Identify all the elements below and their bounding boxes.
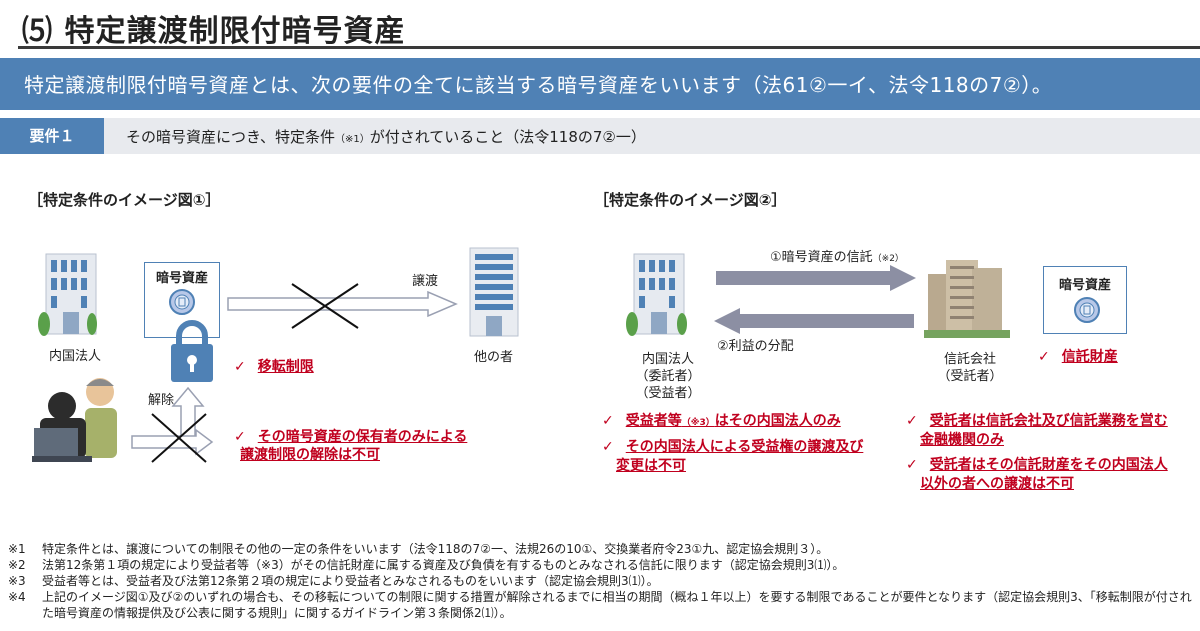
company-building-icon [38, 253, 97, 336]
trust-arrow-label: ①暗号資産の信託（※2） [770, 246, 904, 265]
footnote: ※3 受益者等とは、受益者及び法第12条第２項の規定により受益者とみなされるものを… [8, 573, 1194, 589]
trust-company-label-2: （受託者） [937, 369, 1003, 384]
diagram2-company-label-2: （委託者） [635, 369, 701, 384]
diagram2-left-check2: ✓ その内国法人による受益権の譲渡及び [602, 438, 863, 457]
requirement-note-ref: （※1） [334, 134, 370, 145]
diagram1-company-label: 内国法人 [48, 349, 101, 364]
diagram2-right-check2-line2: 以外の者への譲渡は不可 [920, 476, 1074, 492]
diagram1-title: ［特定条件のイメージ図①］ [28, 191, 221, 209]
footnotes: ※1 特定条件とは、譲渡についての制限その他の一定の条件をいいます（法令118の7… [8, 541, 1194, 621]
release-label: 解除 [148, 393, 175, 408]
left-check1-a: 受益者等 [625, 413, 682, 429]
coin-icon [169, 289, 195, 315]
footnote-text: 受益者等とは、受益者及び法第12条第２項の規定により受益者とみなされるものをいい… [42, 574, 659, 588]
transfer-cross-icon [291, 283, 359, 329]
trust-arrow [716, 265, 916, 291]
footnote-text: 特定条件とは、譲渡についての制限その他の一定の条件をいいます（法令118の7②一… [42, 542, 829, 556]
requirement-text-a: その暗号資産につき、特定条件 [126, 128, 335, 146]
diagram2-company-label-1: 内国法人 [641, 352, 694, 367]
left-check1-b: はその内国法人のみ [714, 413, 841, 429]
diagram1-asset-title: 暗号資産 [155, 271, 208, 286]
left-check1-note-ref: （※3） [681, 418, 715, 428]
check-icon: ✓ [1038, 349, 1050, 365]
transfer-arrow [227, 290, 458, 318]
diagram1-check-release: ✓ その暗号資産の保有者のみによる [234, 428, 467, 447]
trust-arrow-label-text: ①暗号資産の信託 [770, 250, 873, 265]
footnote: ※2 法第12条第１項の規定により受益者等（※3）がその信託財産に属する資産及び負… [8, 557, 1194, 573]
footnote-mark: ※2 [8, 558, 26, 572]
company-building-icon [626, 253, 687, 336]
check-icon: ✓ [234, 429, 246, 445]
trust-arrow-note-ref: （※2） [872, 254, 904, 264]
transfer-label: 譲渡 [412, 274, 439, 289]
footnote: ※4 上記のイメージ図①及び②のいずれの場合も、その移転についての制限に関する措置… [8, 589, 1194, 621]
diagram2-right-check2: ✓ 受託者はその信託財産をその内国法人 [906, 456, 1168, 475]
title-divider [18, 46, 1200, 49]
requirement-text-b: が付されていること（法令118の7②一） [369, 128, 646, 146]
diagram1-check-release-line2: 譲渡制限の解除は不可 [240, 447, 380, 463]
diagram2-asset-title: 暗号資産 [1058, 278, 1111, 293]
lock-icon [171, 320, 213, 382]
diagram2-left-check1: ✓ 受益者等（※3）はその内国法人のみ [602, 412, 841, 433]
diagram2-company-label-3: （受益者） [635, 386, 701, 401]
footnote: ※1 特定条件とは、譲渡についての制限その他の一定の条件をいいます（法令118の7… [8, 541, 1194, 557]
coin-icon [1074, 297, 1100, 323]
check-icon: ✓ [906, 413, 918, 429]
trust-company-building-icon [924, 260, 1010, 338]
diagram2-title: ［特定条件のイメージ図②］ [594, 191, 787, 209]
other-building-icon [469, 247, 519, 337]
check-icon: ✓ [906, 457, 918, 473]
benefit-arrow-label: ②利益の分配 [717, 339, 794, 354]
diagram2-asset-box: 暗号資産 [1043, 266, 1127, 334]
other-party-label: 他の者 [474, 350, 514, 365]
definition-text: 特定譲渡制限付暗号資産とは、次の要件の全てに該当する暗号資産をいいます（法61②… [24, 73, 1053, 97]
holder-people-icon [32, 378, 117, 462]
diagram1-check-transfer-restriction: ✓ 移転制限 [234, 358, 314, 377]
footnote-text: 上記のイメージ図①及び②のいずれの場合も、その移転についての制限に関する措置が解… [42, 590, 1192, 620]
check-icon: ✓ [602, 439, 614, 455]
footnote-mark: ※1 [8, 542, 26, 556]
diagram2-right-check1: ✓ 受託者は信託会社及び信託業務を営む [906, 412, 1168, 431]
check-icon: ✓ [234, 359, 246, 375]
trust-company-label-1: 信託会社 [943, 352, 996, 367]
footnote-mark: ※3 [8, 574, 26, 588]
requirement-label: 要件１ [0, 118, 104, 154]
check-icon: ✓ [602, 413, 614, 429]
right-check1-line1: 受託者は信託会社及び信託業務を営む [929, 413, 1168, 429]
footnote-text: 法第12条第１項の規定により受益者等（※3）がその信託財産に属する資産及び負債を… [42, 558, 845, 572]
trust-property-text: 信託財産 [1061, 349, 1118, 365]
page-header: ⑸ 特定譲渡制限付暗号資産 [0, 0, 1200, 50]
requirement-row: 要件１ その暗号資産につき、特定条件（※1）が付されていること（法令118の7②… [0, 118, 1200, 154]
holder-arrow [131, 428, 214, 456]
left-check2-line1: その内国法人による受益権の譲渡及び [625, 439, 864, 455]
definition-banner: 特定譲渡制限付暗号資産とは、次の要件の全てに該当する暗号資産をいいます（法61②… [0, 58, 1200, 110]
diagram2-right-check1-line2: 金融機関のみ [920, 432, 1004, 448]
release-cross-icon [151, 413, 207, 463]
footnote-mark: ※4 [8, 590, 26, 604]
check2-line1: その暗号資産の保有者のみによる [257, 429, 468, 445]
right-check2-line1: 受託者はその信託財産をその内国法人 [929, 457, 1168, 473]
diagram2-left-check2-line2: 変更は不可 [616, 458, 686, 474]
benefit-arrow [714, 308, 914, 334]
page-title: ⑸ 特定譲渡制限付暗号資産 [22, 14, 406, 49]
check1-text: 移転制限 [257, 359, 314, 375]
requirement-text: その暗号資産につき、特定条件（※1）が付されていること（法令118の7②一） [126, 126, 646, 147]
diagram2-check-trust-property: ✓ 信託財産 [1038, 348, 1118, 367]
